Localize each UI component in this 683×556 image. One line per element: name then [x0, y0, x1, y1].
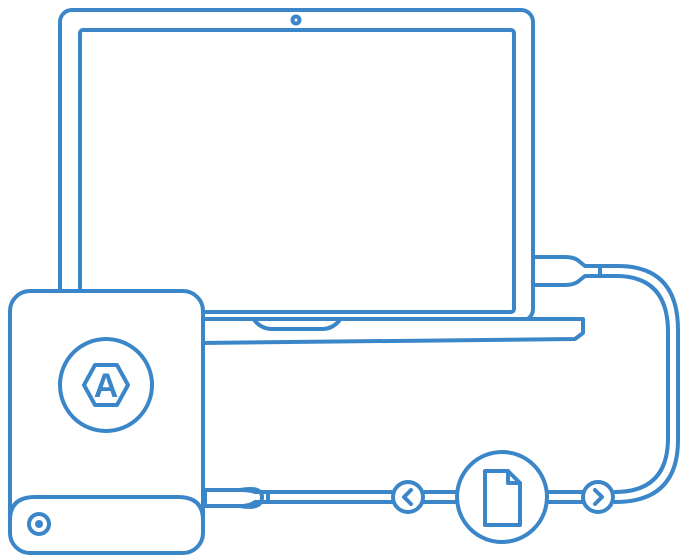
- chevron-left-icon: [402, 488, 413, 506]
- drive-divider: [8, 495, 205, 522]
- laptop-trackpad-notch: [253, 319, 341, 331]
- laptop-lid: [58, 8, 535, 323]
- laptop-icon: [58, 8, 585, 345]
- cable-loop-outer: [598, 264, 680, 504]
- power-button-inner: [35, 520, 43, 528]
- power-button-icon[interactable]: [27, 512, 51, 536]
- document-circle: [455, 450, 549, 544]
- document-icon: [483, 469, 522, 527]
- hexagon-logo-icon: [82, 363, 130, 407]
- laptop-cable-plug: [531, 255, 602, 287]
- document-fold: [506, 469, 522, 485]
- drive-logo-ring: [58, 337, 154, 433]
- drive-cable-plug-tip: [238, 486, 264, 509]
- laptop-camera-icon: [290, 14, 302, 26]
- external-drive-icon: A: [8, 289, 205, 555]
- transfer-indicators: [391, 450, 615, 544]
- drive-logo-letter: A: [94, 367, 119, 405]
- connection-cable: [203, 255, 680, 509]
- cable-loop-inner: [598, 274, 670, 494]
- drive-body: [8, 289, 205, 555]
- laptop-screen: [78, 28, 516, 314]
- chevron-right-icon: [593, 488, 604, 506]
- chevron-left-circle: [391, 480, 425, 514]
- chevron-right-circle: [581, 480, 615, 514]
